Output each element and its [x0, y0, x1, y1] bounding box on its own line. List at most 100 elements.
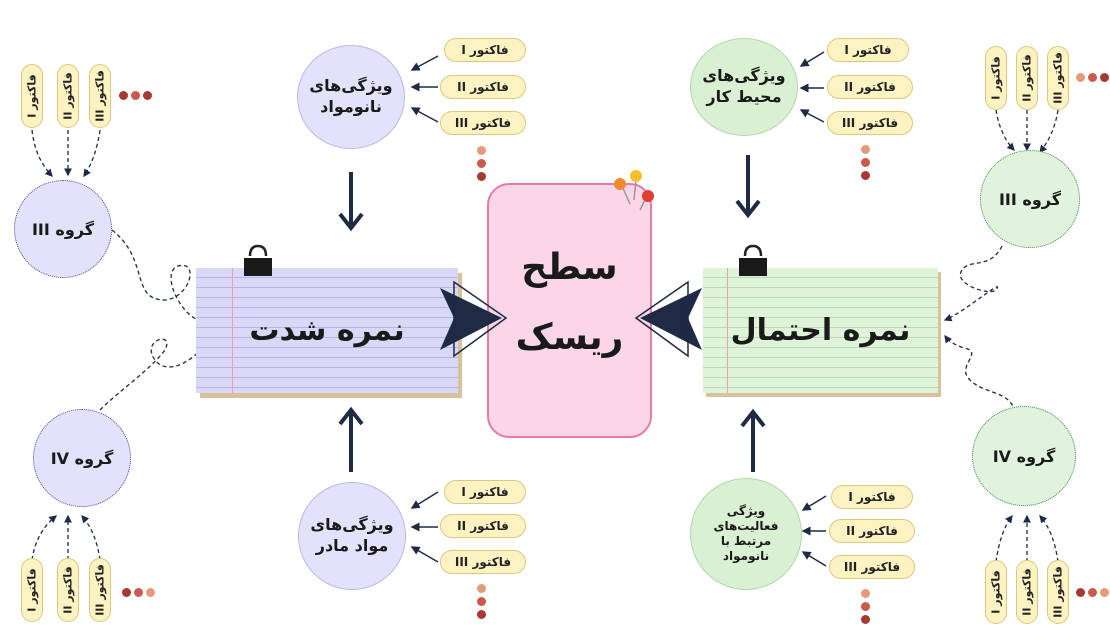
ellipsis-dot — [134, 588, 143, 597]
nanomaterial-properties-node: ویژگی‌های نانومواد — [297, 45, 405, 149]
risk-level-line1: سطح — [521, 247, 618, 288]
ellipsis-dot — [477, 584, 486, 593]
factor-vertical-pill: فاکتور I — [21, 64, 43, 128]
push-pins-icon — [614, 170, 654, 211]
factor-vertical-pill: فاکتور III — [1047, 46, 1069, 110]
ellipsis-dot — [861, 589, 870, 598]
arrow-f3-activity — [801, 551, 827, 567]
factor-vertical-pill: فاکتور I — [985, 46, 1007, 110]
factor-vertical-pill: فاکتور III — [89, 64, 111, 128]
arrow-f3-nano — [410, 107, 439, 123]
arrow-f3-parent — [410, 546, 439, 563]
group-iii-right-node: گروه III — [980, 150, 1080, 248]
left-arrowhead-icon — [440, 280, 508, 358]
ellipsis-dot — [1100, 588, 1109, 597]
ellipsis-dot — [1076, 588, 1085, 597]
arrow-f3-env — [799, 109, 825, 123]
factor-vertical-pill: فاکتور III — [89, 558, 111, 622]
parent-material-properties-node: ویژگی‌های مواد مادر — [298, 482, 406, 590]
factor-vertical-pill: فاکتور II — [57, 558, 79, 622]
probability-note-paper: نمره احتمال — [703, 268, 938, 393]
factor-vertical-pill: فاکتور II — [1016, 46, 1038, 110]
arrow-f1-parent — [410, 491, 439, 509]
dash-br-3 — [1039, 515, 1059, 563]
factor-pill: فاکتور III — [829, 555, 915, 579]
arrow-f1-nano — [410, 55, 439, 71]
arrow-f1-env — [799, 51, 825, 67]
env-props-line2: محیط کار — [706, 87, 782, 106]
dash-g4r-paper — [944, 334, 1016, 413]
dash-bl-1 — [31, 515, 58, 561]
factor-vertical-pill: فاکتور I — [21, 558, 43, 622]
dash-g4l-paper — [99, 336, 210, 411]
env-props-line1: ویژگی‌های — [702, 66, 786, 86]
probability-score-title: نمره احتمال — [730, 313, 911, 348]
activity-props-line1: ویژگی — [726, 504, 766, 518]
dash-tl-3 — [83, 129, 101, 178]
severity-note-paper: نمره شدت — [196, 268, 458, 393]
factor-pill: فاکتور I — [827, 38, 909, 62]
dash-tr-1 — [995, 109, 1015, 151]
factor-pill: فاکتور I — [444, 480, 526, 504]
dash-br-1 — [995, 514, 1013, 563]
ellipsis-dot — [143, 91, 152, 100]
parent-props-line1: ویژگی‌های — [310, 515, 394, 535]
ellipsis-dot — [119, 91, 128, 100]
activity-props-line3: مرتبط با — [720, 534, 772, 548]
ellipsis-dot — [861, 145, 870, 154]
group-iv-right-node: گروه IV — [972, 406, 1076, 506]
arrow-nano-down — [338, 172, 364, 232]
factor-vertical-pill: فاکتور I — [985, 560, 1007, 624]
risk-level-line2: ریسک — [515, 317, 624, 358]
factor-pill: فاکتور II — [827, 75, 913, 99]
ellipsis-dot — [861, 615, 870, 624]
arrow-activity-up — [740, 408, 766, 472]
ellipsis-dot — [1100, 73, 1109, 82]
group-iv-left-node: گروه IV — [33, 409, 131, 507]
arrow-env-down — [735, 155, 761, 219]
factor-pill: فاکتور I — [444, 38, 526, 62]
ellipsis-dot — [477, 172, 486, 181]
activity-props-line2: فعالیت‌های — [713, 519, 779, 533]
ellipsis-dot — [477, 159, 486, 168]
nano-props-line2: نانومواد — [320, 97, 382, 116]
arrow-f1-activity — [801, 495, 827, 511]
ellipsis-dot — [1088, 73, 1097, 82]
factor-pill: فاکتور III — [440, 111, 526, 135]
nano-props-line1: ویژگی‌های — [309, 76, 393, 96]
parent-props-line2: مواد مادر — [315, 536, 389, 555]
dash-tr-3 — [1039, 109, 1059, 154]
ellipsis-dot — [861, 602, 870, 611]
activity-properties-node: ویژگی فعالیت‌های مرتبط با نانومواد — [690, 478, 802, 590]
ellipsis-dot — [1076, 73, 1085, 82]
factor-pill: فاکتور III — [440, 550, 526, 574]
binder-clip-icon — [735, 244, 771, 278]
group-iii-left-node: گروه III — [14, 180, 112, 278]
ellipsis-dot — [477, 597, 486, 606]
right-arrowhead-icon — [634, 280, 702, 358]
ellipsis-dot — [861, 171, 870, 180]
arrow-parent-up — [338, 406, 364, 472]
ellipsis-dot — [477, 146, 486, 155]
severity-score-title: نمره شدت — [249, 313, 405, 348]
ellipsis-dot — [131, 91, 140, 100]
dash-tl-1 — [31, 129, 53, 177]
binder-clip-icon — [240, 244, 276, 278]
factor-pill: فاکتور III — [827, 111, 913, 135]
factor-pill: فاکتور II — [440, 75, 526, 99]
ellipsis-dot — [122, 588, 131, 597]
dash-g3l-paper — [111, 229, 206, 325]
ellipsis-dot — [1088, 588, 1097, 597]
ellipsis-dot — [477, 610, 486, 619]
factor-vertical-pill: فاکتور III — [1047, 560, 1069, 624]
factor-pill: فاکتور I — [831, 485, 913, 509]
factor-pill: فاکتور II — [440, 514, 526, 538]
ellipsis-dot — [146, 588, 155, 597]
ellipsis-dot — [861, 158, 870, 167]
factor-vertical-pill: فاکتور II — [1016, 560, 1038, 624]
factor-vertical-pill: فاکتور II — [57, 64, 79, 128]
dash-g3r-paper — [943, 245, 1003, 322]
workplace-properties-node: ویژگی‌های محیط کار — [690, 38, 798, 136]
factor-pill: فاکتور II — [829, 519, 915, 543]
risk-level-card: سطح ریسک — [487, 183, 652, 438]
